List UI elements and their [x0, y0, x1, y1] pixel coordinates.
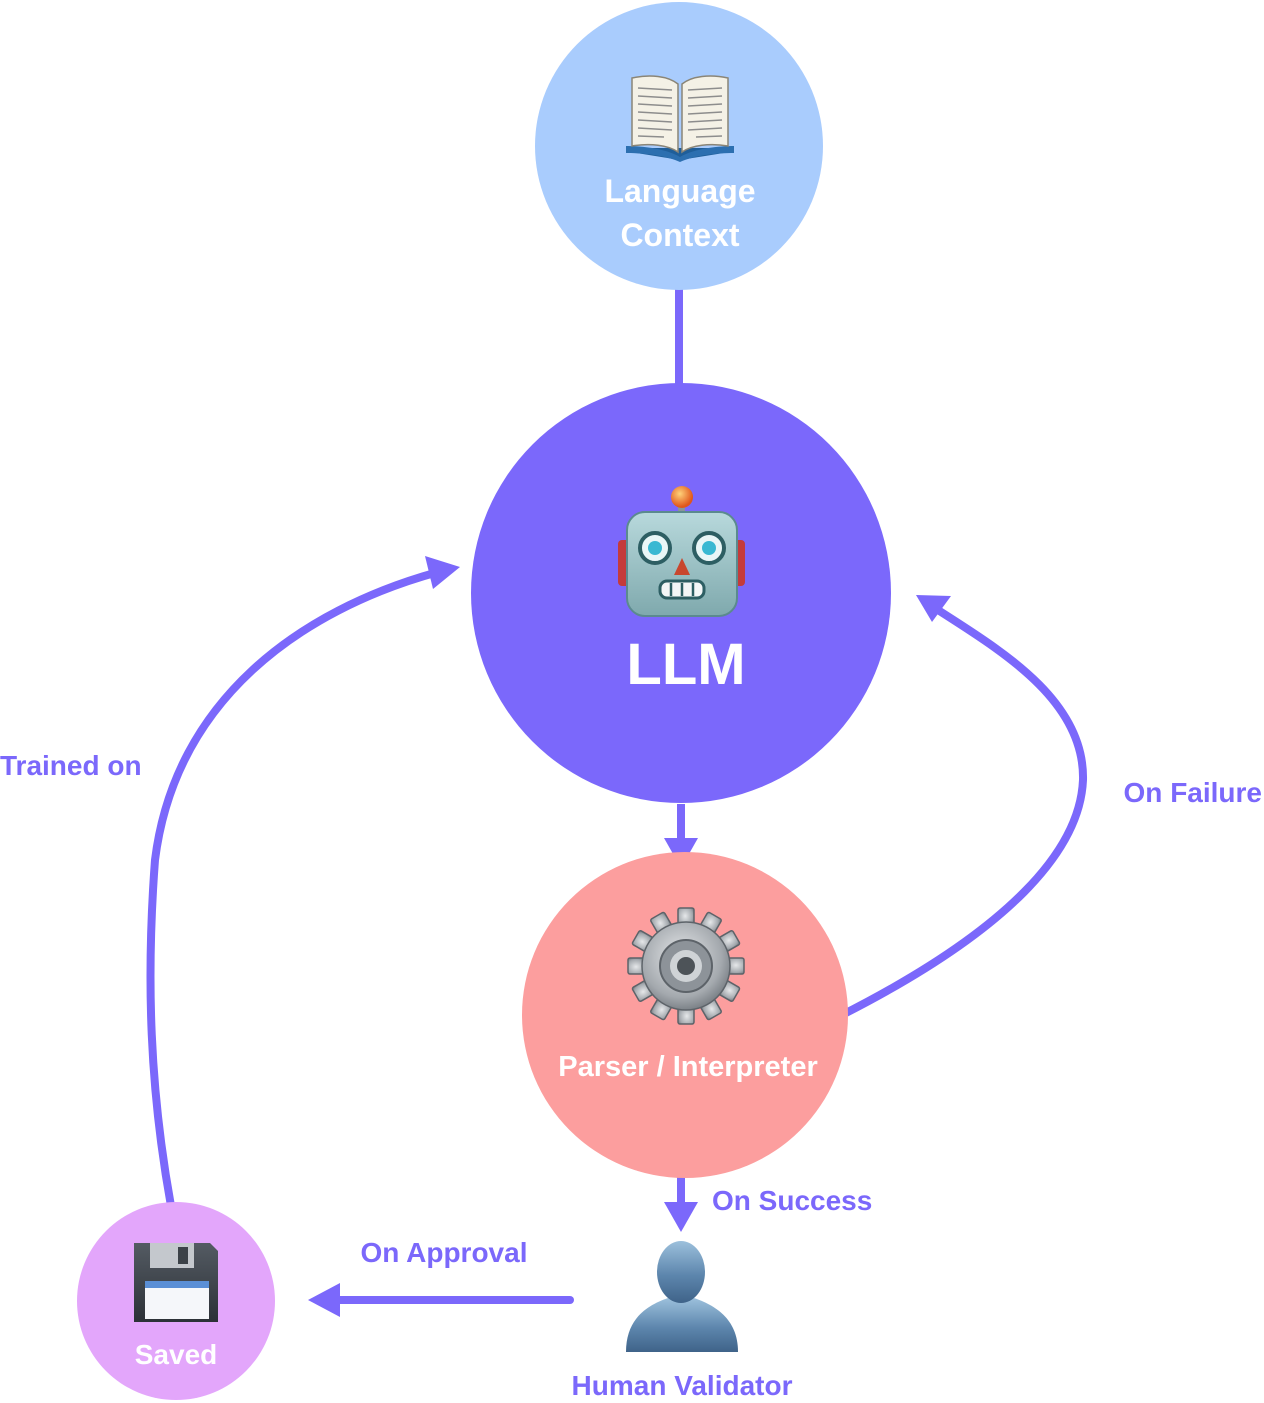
- connectors: [146, 272, 1088, 1317]
- edge-saved-to-llm-curve: [146, 568, 442, 1210]
- saved-label: Saved: [135, 1339, 218, 1370]
- floppy-disk-icon: [134, 1243, 218, 1322]
- edge-label-on-approval: On Approval: [361, 1237, 528, 1268]
- node-saved: Saved: [77, 1202, 275, 1400]
- person-silhouette-icon: [626, 1241, 738, 1352]
- edge-label-trained-on: Trained on: [0, 750, 142, 781]
- language-context-label-line1: Language: [604, 173, 755, 209]
- language-context-circle: [535, 2, 823, 290]
- robot-icon: [618, 486, 745, 617]
- gear-icon: [627, 907, 745, 1025]
- edge-parser-to-llm-arrowhead: [916, 595, 951, 622]
- edge-parser-to-validator-arrowhead: [664, 1202, 698, 1232]
- node-human-validator: Human Validator: [572, 1241, 793, 1401]
- edge-parser-to-llm-curve: [836, 606, 1088, 1020]
- node-parser: Parser / Interpreter: [522, 852, 848, 1178]
- open-book-icon: [626, 75, 734, 162]
- llm-label: LLM: [626, 632, 745, 697]
- edge-saved-to-llm-arrowhead: [425, 556, 460, 589]
- node-language-context: Language Context: [535, 2, 823, 290]
- node-llm: LLM: [471, 383, 891, 803]
- edge-label-on-success: On Success: [712, 1185, 872, 1216]
- parser-label: Parser / Interpreter: [558, 1051, 818, 1083]
- edge-validator-to-saved-arrowhead: [308, 1283, 340, 1317]
- human-validator-label: Human Validator: [572, 1370, 793, 1401]
- language-context-label-line2: Context: [620, 217, 739, 253]
- edge-label-on-failure: On Failure: [1124, 777, 1262, 808]
